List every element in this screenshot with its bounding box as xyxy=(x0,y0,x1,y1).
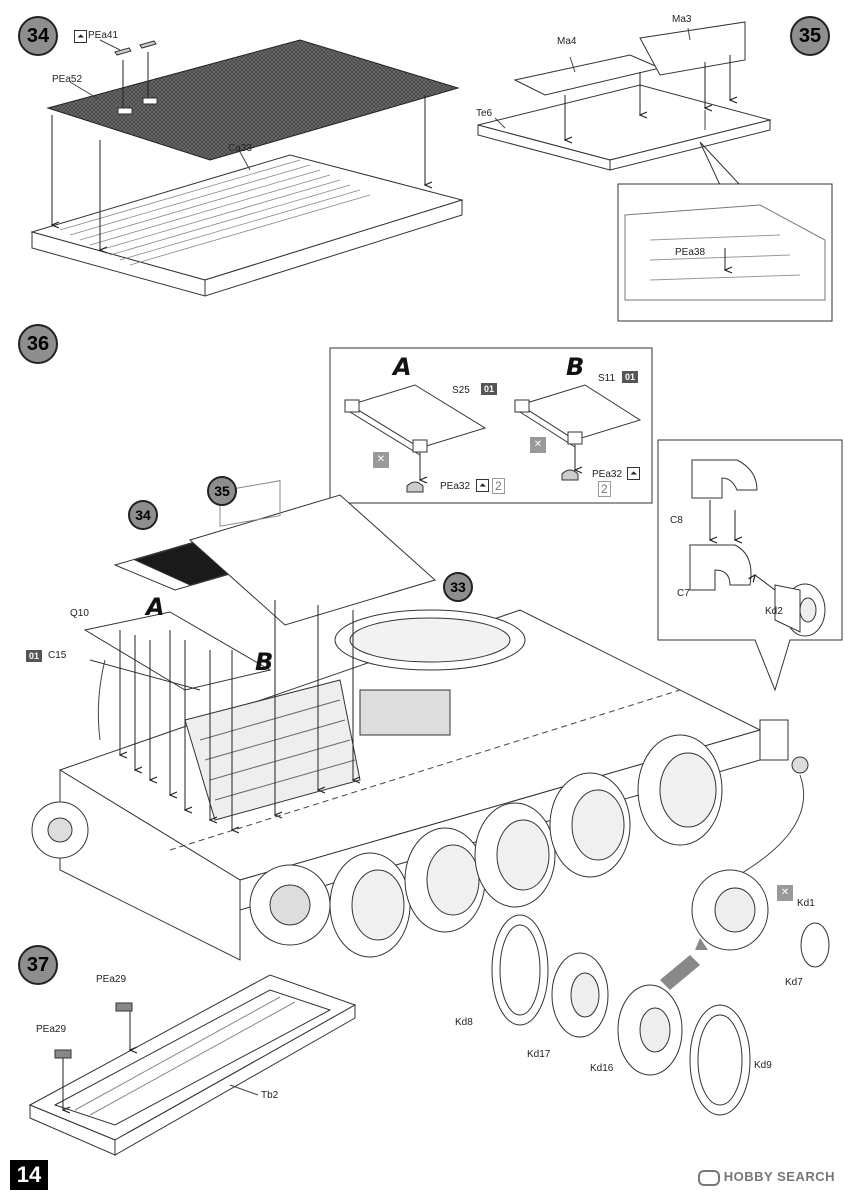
label-ma3: Ma3 xyxy=(672,14,692,25)
watermark-logo-icon xyxy=(697,1170,720,1186)
label-kd16: Kd16 xyxy=(590,1063,614,1074)
label-pea29-b: PEa29 xyxy=(36,1024,67,1035)
step34-drawing xyxy=(30,39,464,297)
label-kd9: Kd9 xyxy=(754,1060,772,1071)
c7-c8-callout xyxy=(657,439,843,692)
label-pea29-a: PEa29 xyxy=(96,974,127,985)
photo-etch-icon: ⏶ xyxy=(476,479,490,492)
label-pea32-b: PEa32 xyxy=(592,469,623,480)
label-s11: S11 xyxy=(598,373,616,384)
label-ca33: Ca33 xyxy=(228,143,252,154)
label-kd1: Kd1 xyxy=(797,898,815,909)
color-code-01-a: 01 xyxy=(481,383,498,395)
photo-etch-icon: ⏶ xyxy=(627,467,641,480)
quantity-x2-b: 2 xyxy=(598,481,611,497)
hull-variant-b: B xyxy=(255,648,274,676)
label-pea52: PEa52 xyxy=(52,74,83,85)
label-pea41: PEa41 xyxy=(88,30,119,41)
cut-icon: ✕ xyxy=(373,452,389,468)
step35-drawing xyxy=(477,21,833,322)
quantity-x2-a: 2 xyxy=(492,478,505,494)
ref-step-34-badge: 34 xyxy=(128,500,158,530)
variant-drawings xyxy=(344,384,642,493)
label-pea32-a: PEa32 xyxy=(440,481,471,492)
label-kd17: Kd17 xyxy=(527,1049,551,1060)
label-c7: C7 xyxy=(677,588,690,599)
label-s25: S25 xyxy=(452,385,470,396)
ref-step-33-badge: 33 xyxy=(443,572,473,602)
photo-etch-icon: ⏶ xyxy=(74,30,88,43)
label-kd8: Kd8 xyxy=(455,1017,473,1028)
variant-b-title: B xyxy=(566,353,585,381)
step-34-badge: 34 xyxy=(18,16,58,56)
color-code-01-c15: 01 xyxy=(26,650,43,662)
label-kd2: Kd2 xyxy=(765,606,783,617)
label-c15: C15 xyxy=(48,650,67,661)
label-te6: Te6 xyxy=(476,108,493,119)
cut-icon: ✕ xyxy=(777,885,793,901)
color-code-01-b: 01 xyxy=(622,371,639,383)
label-ma4: Ma4 xyxy=(557,36,577,47)
cut-icon: ✕ xyxy=(530,437,546,453)
step-35-badge: 35 xyxy=(790,16,830,56)
ref-step-35-badge: 35 xyxy=(207,476,237,506)
label-kd7: Kd7 xyxy=(785,977,803,988)
hull-variant-a: A xyxy=(146,593,165,621)
step-37-badge: 37 xyxy=(18,945,58,985)
step37-drawing xyxy=(28,974,357,1156)
variant-a-title: A xyxy=(393,353,412,381)
label-c8: C8 xyxy=(670,515,683,526)
watermark: HOBBY SEARCH xyxy=(697,1169,835,1186)
watermark-text: HOBBY SEARCH xyxy=(723,1169,835,1185)
step-36-badge: 36 xyxy=(18,324,58,364)
label-pea38: PEa38 xyxy=(675,247,706,258)
label-q10: Q10 xyxy=(70,608,89,619)
step36-hull-drawing xyxy=(31,480,830,1116)
label-tb2: Tb2 xyxy=(261,1090,279,1101)
page-number: 14 xyxy=(10,1160,48,1190)
